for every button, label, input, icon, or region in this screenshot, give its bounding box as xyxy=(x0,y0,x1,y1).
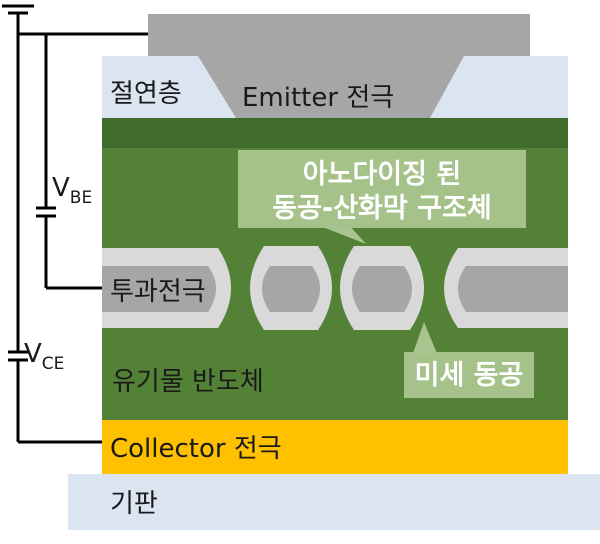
transparent-electrode-label: 투과전극 xyxy=(110,277,206,307)
micro-pore-label: 미세 동공 xyxy=(415,360,524,391)
vbe-label: VBE xyxy=(52,173,92,208)
pore-core xyxy=(262,266,320,312)
pore-core xyxy=(458,266,568,312)
pore-core xyxy=(352,266,412,312)
vce-label: VCE xyxy=(24,339,64,374)
circuit-wiring xyxy=(2,4,148,444)
callout-box xyxy=(238,150,526,228)
anodized-label-line1: 아노다이징 된 xyxy=(303,159,461,190)
emitter-label: Emitter 전극 xyxy=(242,83,394,113)
micro-pore-callout: 미세 동공 xyxy=(404,322,534,398)
callout-pointer xyxy=(412,322,438,356)
anodized-callout: 아노다이징 된 동공-산화막 구조체 xyxy=(238,150,526,244)
pore-core xyxy=(102,266,216,312)
substrate-layer xyxy=(68,474,600,530)
callout-box xyxy=(404,352,534,398)
collector-layer xyxy=(102,420,568,474)
collector-label: Collector 전극 xyxy=(110,434,282,464)
green-top-band xyxy=(102,118,568,148)
insulator-label: 절연층 xyxy=(110,79,182,109)
substrate-label: 기판 xyxy=(110,489,158,519)
emitter-electrode xyxy=(148,14,530,118)
callout-pointer xyxy=(320,226,366,244)
anodized-label-line2: 동공-산화막 구조체 xyxy=(272,193,491,224)
organic-semiconductor-label: 유기물 반도체 xyxy=(112,367,264,397)
pore-structure xyxy=(102,246,568,330)
